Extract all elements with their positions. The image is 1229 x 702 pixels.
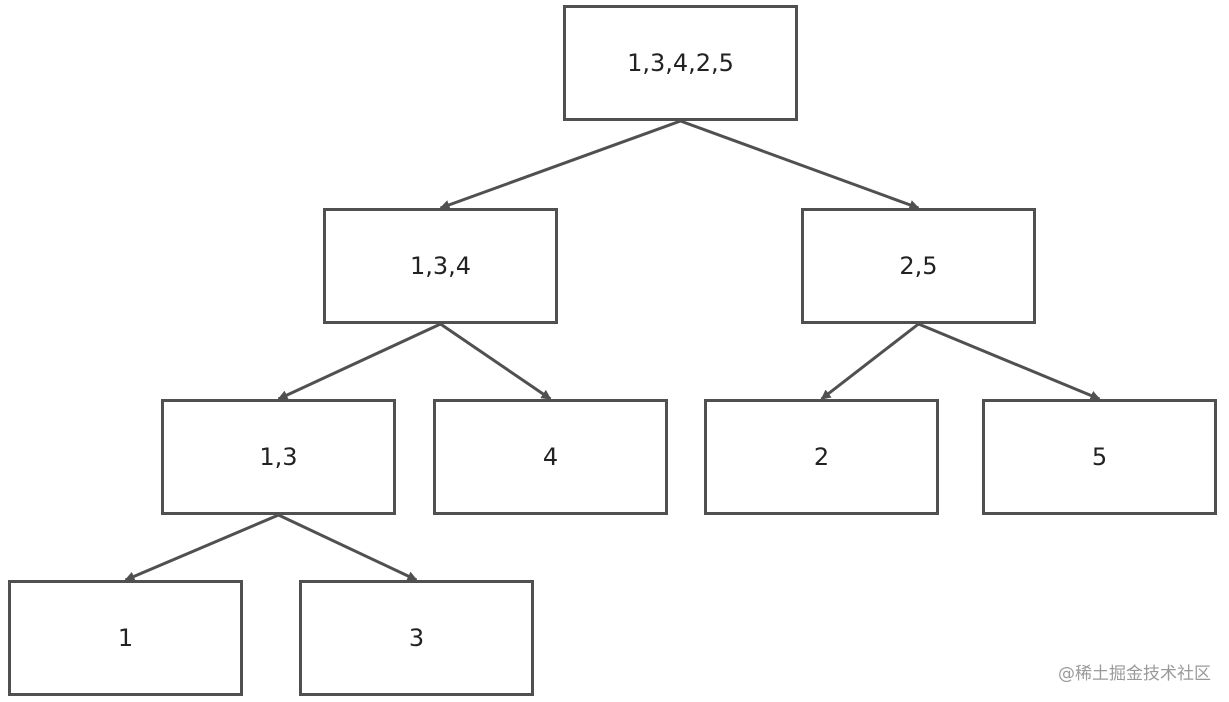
node-label: 1,3,4,2,5: [627, 49, 734, 77]
node-1-3-4: 1,3,4: [323, 208, 558, 324]
node-label: 4: [542, 443, 559, 471]
edge-arrow-n25-to-n5: [917, 322, 1101, 401]
node-label: 1: [117, 624, 134, 652]
edge-arrow-root-to-n25: [679, 119, 920, 210]
node-label: 3: [408, 624, 425, 652]
watermark-text: @稀土掘金技术社区: [1058, 664, 1211, 684]
node-1: 1: [8, 580, 243, 696]
edge-arrow-n25-to-n2: [820, 322, 920, 401]
edge-arrow-n13-to-n1: [124, 513, 280, 582]
node-2-5: 2,5: [801, 208, 1036, 324]
node-5: 5: [982, 399, 1217, 515]
node-1-3: 1,3: [161, 399, 396, 515]
node-2: 2: [704, 399, 939, 515]
node-3: 3: [299, 580, 534, 696]
edge-arrow-root-to-n134: [439, 119, 682, 210]
node-label: 5: [1091, 443, 1108, 471]
node-label: 1,3,4: [409, 252, 472, 280]
edge-arrow-n134-to-n4: [439, 322, 552, 401]
node-4: 4: [433, 399, 668, 515]
node-label: 2,5: [899, 252, 938, 280]
edge-arrow-n13-to-n3: [277, 513, 418, 582]
node-label: 2: [813, 443, 830, 471]
node-root: 1,3,4,2,5: [563, 5, 798, 121]
edge-arrow-n134-to-n13: [277, 322, 442, 401]
node-label: 1,3: [259, 443, 298, 471]
